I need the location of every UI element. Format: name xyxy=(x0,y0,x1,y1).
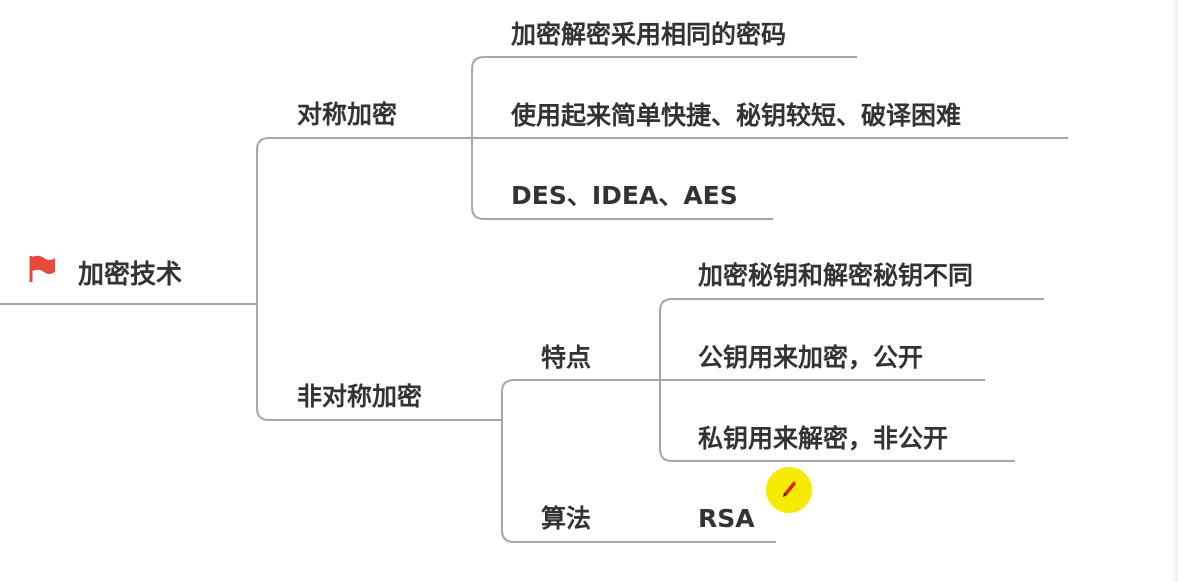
branch-symmetric[interactable]: 对称加密 xyxy=(297,100,398,129)
symmetric-item-1[interactable]: 加密解密采用相同的密码 xyxy=(511,20,787,49)
connector-asymmetric xyxy=(256,304,502,421)
connector-symmetric xyxy=(256,137,472,304)
window-edge xyxy=(1172,0,1178,582)
root-label[interactable]: 加密技术 xyxy=(78,260,183,290)
connector-sym-child-3 xyxy=(471,138,773,220)
connector-feature-3 xyxy=(659,380,1015,462)
feature-item-1[interactable]: 加密秘钥和解密秘钥不同 xyxy=(698,261,974,290)
symmetric-item-3[interactable]: DES、IDEA、AES xyxy=(511,181,738,210)
cursor-highlight xyxy=(766,467,812,513)
algorithm-item-1[interactable]: RSA xyxy=(698,504,755,533)
asymmetric-algorithm[interactable]: 算法 xyxy=(541,504,592,533)
symmetric-item-2[interactable]: 使用起来简单快捷、秘钥较短、破译困难 xyxy=(511,101,962,130)
connector-algorithm xyxy=(501,420,776,543)
feature-item-3[interactable]: 私钥用来解密，非公开 xyxy=(698,424,949,453)
asymmetric-features[interactable]: 特点 xyxy=(541,343,592,372)
connector-features xyxy=(501,379,660,420)
pen-cursor-icon xyxy=(783,481,796,497)
branch-asymmetric[interactable]: 非对称加密 xyxy=(297,382,423,411)
feature-item-2[interactable]: 公钥用来加密，公开 xyxy=(698,343,924,372)
flag-icon xyxy=(29,255,55,282)
connector-feature-1 xyxy=(659,298,1044,380)
connector-sym-child-1 xyxy=(471,56,857,138)
